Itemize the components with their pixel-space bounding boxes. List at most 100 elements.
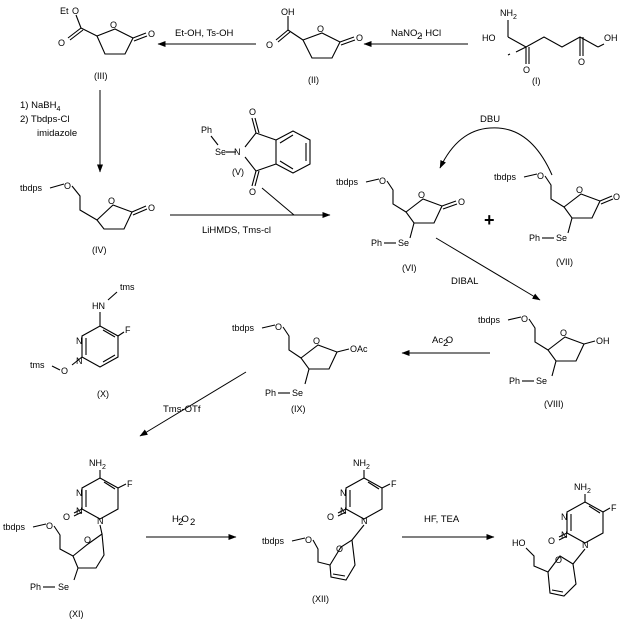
oxygen-label: O [275, 322, 282, 332]
phenyl-label: Ph [265, 388, 276, 398]
ring-oxygen-label: O [313, 336, 320, 346]
fluorine-label: F [127, 479, 133, 489]
oxygen-label: O [305, 535, 312, 545]
reagent-label: Tms-OTf [163, 404, 201, 415]
oxygen-label: O [578, 57, 585, 67]
compound-label-VIII: (VIII) [544, 399, 564, 409]
ring-oxygen-label: O [576, 185, 583, 195]
final-product: NH2 F N N N O HO O [512, 482, 617, 597]
reagent-label: HF, TEA [424, 514, 460, 525]
compound-label-I: (I) [532, 76, 541, 86]
oxygen-label: O [46, 521, 53, 531]
ring-oxygen-label: O [317, 24, 324, 34]
reagent-label: NaNO , HCl [391, 28, 441, 39]
oxygen-label: O [613, 192, 620, 202]
ring-oxygen-label: O [418, 190, 425, 200]
compound-label-XI: (XI) [69, 609, 84, 619]
compound-I: NH2 HO O O OH (I) [482, 8, 618, 86]
compound-VIII: tbdps O O OH Ph Se (VIII) [478, 314, 610, 409]
hydroxyl-label: HO [482, 33, 496, 43]
nitrogen-label: N [76, 356, 83, 366]
tbdps-label: tbdps [336, 177, 359, 187]
selenium-label: Se [398, 238, 409, 248]
ring-oxygen-label: O [555, 555, 562, 565]
ring-oxygen-label: O [110, 20, 117, 30]
reagent-subscript: 2 [190, 517, 195, 528]
amine-label: NH2 [500, 8, 517, 21]
oxygen-label: O [548, 536, 555, 546]
reagent-label: LiHMDS, Tms-cl [202, 225, 271, 236]
oxygen-label: O [327, 512, 334, 522]
oxygen-label: O [356, 33, 363, 43]
ring-oxygen-label: O [560, 328, 567, 338]
nitrogen-label: N [234, 147, 241, 157]
reagent-label: 2) Tbdps-Cl [20, 114, 69, 125]
nitrogen-label: N [340, 488, 347, 498]
tbdps-label: tbdps [262, 536, 285, 546]
ester-oxygen-label: O [72, 6, 79, 16]
amine-label: NH2 [89, 458, 106, 471]
selenium-label: Se [556, 233, 567, 243]
phenyl-label: Ph [371, 238, 382, 248]
compound-label-IV: (IV) [92, 245, 107, 255]
phenyl-label: Ph [30, 582, 41, 592]
step-8: H O 2 2 [146, 514, 237, 540]
tbdps-label: tbdps [494, 172, 517, 182]
ring-oxygen-label: O [336, 544, 343, 554]
step-7: Tms-OTf [139, 371, 247, 437]
tbdps-label: tbdps [20, 183, 43, 193]
reagent-label: 1) NaBH4 [20, 100, 60, 113]
tbdps-label: tbdps [3, 522, 26, 532]
compound-XI: NH2 F N N N O tbdps O O Ph Se (XI) [3, 458, 133, 619]
oxygen-label: O [63, 512, 70, 522]
oxygen-label: O [523, 65, 530, 75]
reagent-subscript: 2 [178, 517, 183, 528]
hydroxyl-label: HO [512, 538, 526, 548]
tbdps-label: tbdps [232, 323, 255, 333]
compound-IV: tbdps O O O (IV) [20, 181, 155, 255]
oxygen-label: O [379, 176, 386, 186]
step-5: DIBAL [435, 237, 541, 301]
acetate-label: OAc [350, 344, 368, 354]
oxygen-label: O [148, 29, 155, 39]
compound-label-VII: (VII) [556, 257, 573, 267]
oxygen-label: O [58, 38, 65, 48]
selenium-label: Se [536, 376, 547, 386]
fluorine-label: F [125, 325, 131, 335]
nitrogen-label: N [561, 512, 568, 522]
plus-sign: + [484, 210, 495, 230]
compound-VI: tbdps O O O Ph Se (VI) [336, 176, 465, 273]
oxygen-label: O [148, 203, 155, 213]
reagent-label: DIBAL [451, 276, 478, 287]
compound-label-XII: (XII) [312, 594, 329, 604]
oxygen-label: O [458, 197, 465, 207]
compound-V: Ph Se N O O (V) [201, 107, 311, 197]
step-4: LiHMDS, Tms-cl [170, 187, 331, 236]
hydroxyl-label: OH [604, 33, 618, 43]
compound-X: tms HN F N N O tms (X) [30, 282, 135, 399]
reagent-label: Ac O [432, 335, 453, 346]
amine-label: NH2 [353, 458, 370, 471]
fluorine-label: F [391, 479, 397, 489]
ring-oxygen-label: O [84, 535, 91, 545]
compound-label-VI: (VI) [402, 263, 417, 273]
nitrogen-label: N [76, 336, 83, 346]
phenyl-label: Ph [509, 376, 520, 386]
selenium-label: Se [292, 388, 303, 398]
tms-label: tms [120, 282, 135, 292]
oxygen-label: O [64, 181, 71, 191]
compound-label-IX: (IX) [291, 404, 306, 414]
selenium-label: Se [58, 582, 69, 592]
hydroxyl-label: OH [281, 7, 295, 17]
step-1: NaNO , HCl 2 [363, 28, 468, 47]
hydroxyl-label: OH [596, 336, 610, 346]
oxygen-label: O [249, 107, 256, 117]
phenyl-label: Ph [529, 233, 540, 243]
ring-oxygen-label: O [108, 196, 115, 206]
reagent-label: DBU [480, 114, 500, 125]
compound-label-II: (II) [308, 75, 319, 85]
compound-label-X: (X) [97, 389, 109, 399]
oxygen-label: O [521, 314, 528, 324]
oxygen-label: O [61, 366, 68, 376]
